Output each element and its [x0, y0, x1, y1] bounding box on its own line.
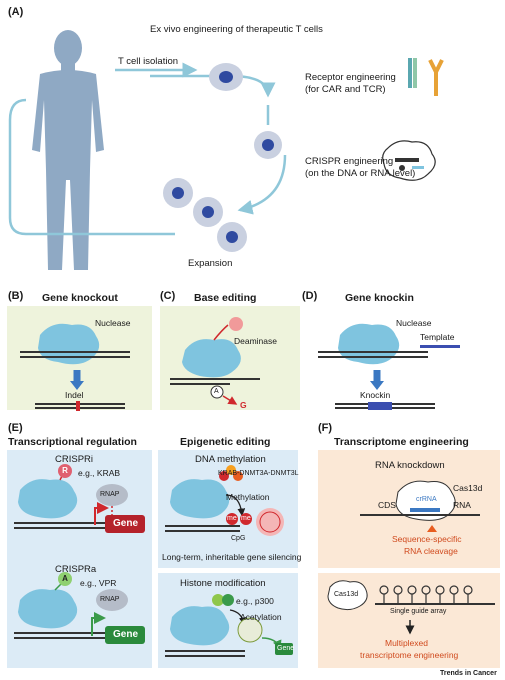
isolation-label: T cell isolation	[118, 56, 179, 67]
cleavage-label-2: RNA cleavage	[404, 546, 458, 556]
dna-methylation-label: DNA methylation	[195, 454, 266, 465]
acetylation-label: Acetylation	[240, 612, 282, 622]
crispr-label-1: CRISPR engineering	[305, 156, 394, 167]
panel-c-label: (C)	[160, 290, 176, 302]
panel-d-label: (D)	[302, 290, 318, 302]
indel-label: Indel	[65, 390, 84, 400]
cas13d-small-label: Cas13d	[334, 591, 359, 598]
panel-d-title: Gene knockin	[345, 292, 414, 304]
activator-a-badge: A	[58, 572, 72, 586]
multiplex-label-2: transcriptome engineering	[360, 650, 459, 660]
cas-complex-icon	[382, 140, 436, 181]
transcriptome-title: Transcriptome engineering	[334, 436, 469, 448]
nuclease-d-label: Nuclease	[396, 318, 432, 328]
crispr-label-2: (on the DNA or RNA level)	[305, 168, 416, 179]
human-silhouette-icon	[32, 30, 104, 270]
base-a-label: A	[214, 388, 219, 395]
panel-f-label: (F)	[318, 422, 333, 434]
histone-label: Histone modification	[180, 578, 266, 589]
cpg-label: CpG	[231, 535, 246, 542]
knockin-label: Knockin	[360, 390, 391, 400]
receptor-label-1: Receptor engineering	[305, 72, 396, 83]
template-label: Template	[420, 332, 455, 342]
knockdown-label: RNA knockdown	[375, 460, 445, 471]
panel-a-label: (A)	[8, 6, 24, 18]
nuclease-b-icon	[20, 323, 130, 365]
receptor-label-2: (for CAR and TCR)	[305, 84, 386, 95]
cleavage-label-1: Sequence-specific	[392, 534, 462, 544]
panel-b-title: Gene knockout	[42, 292, 118, 304]
transcriptional-title: Transcriptional regulation	[8, 436, 137, 448]
receptor-icons	[408, 58, 444, 96]
gene-i-label: Gene	[113, 518, 139, 529]
cds-label: CDS	[378, 500, 396, 510]
histone-modification-graphic	[165, 594, 293, 657]
nuclease-d-icon	[318, 323, 460, 365]
cas13d-label: Cas13d	[453, 483, 483, 493]
repressor-r-badge: R	[58, 464, 72, 478]
dna-methylation-graphic	[165, 465, 284, 536]
gene-histone-label: Gene	[277, 645, 295, 652]
crispra-graphic	[14, 579, 145, 644]
panel-e-label: (E)	[8, 422, 23, 434]
silencing-label: Long-term, inheritable gene silencing	[162, 552, 302, 562]
me-label-2: me	[241, 515, 251, 522]
array-label: Single guide array	[390, 608, 447, 615]
me-label-1: me	[227, 515, 237, 522]
crrna-label: crRNA	[416, 496, 437, 503]
repressor-r-label: R	[62, 466, 68, 475]
crispri-label: CRISPRi	[55, 454, 94, 465]
krab-dnmt-label: KRAB-DNMT3A-DNMT3L	[218, 470, 299, 477]
gene-a-label: Gene	[113, 629, 139, 640]
deaminase-label: Deaminase	[234, 336, 277, 346]
rna-label: RNA	[453, 500, 471, 510]
crispra-label: CRISPRa	[55, 564, 97, 575]
nuclease-b-label: Nuclease	[95, 318, 131, 328]
panel-b-label: (B)	[8, 290, 24, 302]
base-editor-icon	[170, 317, 260, 405]
panel-a-title: Ex vivo engineering of therapeutic T cel…	[150, 24, 323, 35]
activator-a-label: A	[62, 574, 68, 583]
base-g-label: G	[240, 400, 247, 410]
panel-c-title: Base editing	[194, 292, 257, 304]
rnap-label-a: RNAP	[100, 596, 120, 603]
multiplex-graphic	[327, 580, 495, 635]
rna-knockdown-graphic	[360, 480, 480, 532]
t-cell-icons	[163, 63, 282, 252]
vpr-label: e.g., VPR	[80, 578, 117, 588]
multiplex-label-1: Multiplexed	[385, 638, 428, 648]
epigenetic-title: Epigenetic editing	[180, 436, 271, 448]
krab-label: e.g., KRAB	[78, 468, 121, 478]
expansion-label: Expansion	[188, 258, 233, 269]
methylation-label: Methylation	[226, 492, 270, 502]
p300-label: e.g., p300	[236, 596, 274, 606]
crispri-graphic	[14, 469, 145, 533]
footer-journal: Trends in Cancer	[440, 670, 497, 677]
rnap-label-i: RNAP	[100, 491, 120, 498]
